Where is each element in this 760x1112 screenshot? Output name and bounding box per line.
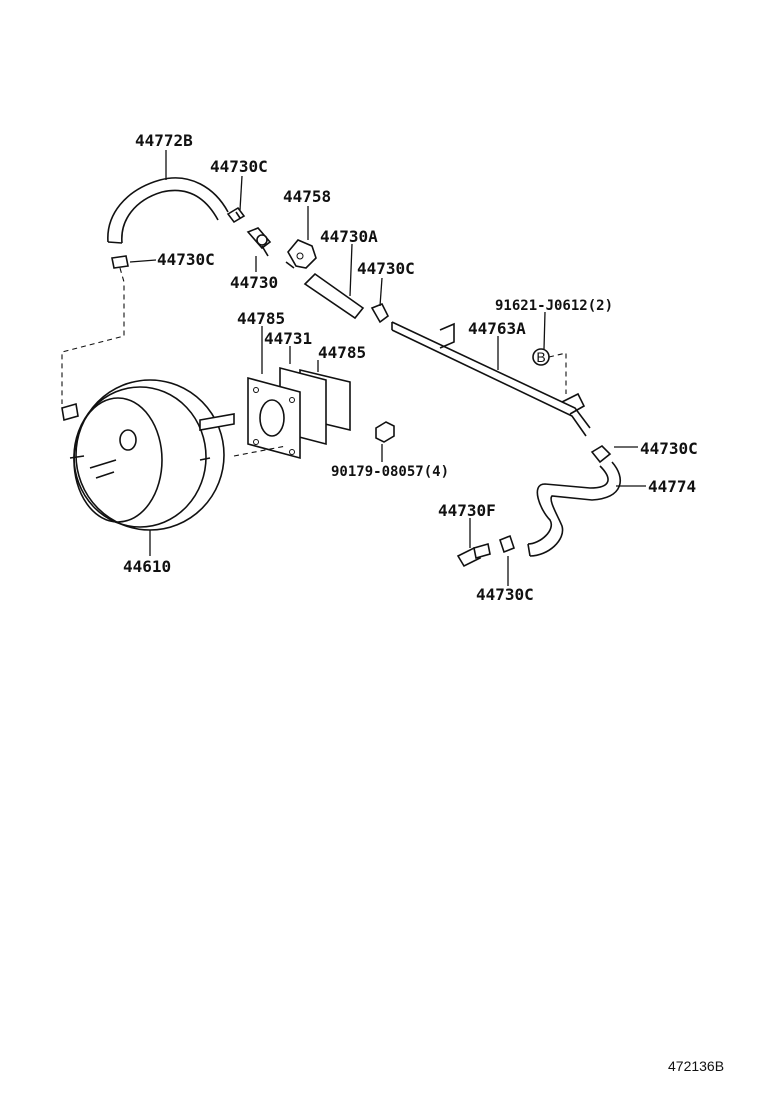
clamp-44730C-bottom xyxy=(499,534,515,554)
fitting-44730 xyxy=(246,227,272,257)
nut-90179 xyxy=(375,421,395,443)
clamp-44730C-right xyxy=(590,444,612,464)
label-90179: 90179-08057(4) xyxy=(331,464,449,480)
hose-44730A xyxy=(303,272,365,320)
label-44730C-mid: 44730C xyxy=(357,259,415,278)
label-44758: 44758 xyxy=(283,187,331,206)
callout-B-text: B xyxy=(536,349,545,365)
hose-44772B xyxy=(107,177,229,244)
label-44730C-right: 44730C xyxy=(640,439,698,458)
label-44730A: 44730A xyxy=(320,227,378,246)
label-44730C-left: 44730C xyxy=(157,250,215,269)
gasket-plates xyxy=(247,366,351,460)
leader-lines xyxy=(61,150,646,586)
part-labels: 44772B 44730C 44758 44730A 44730C 44730 … xyxy=(123,131,698,604)
label-44731: 44731 xyxy=(264,329,312,348)
label-44774: 44774 xyxy=(648,477,696,496)
label-44772B: 44772B xyxy=(135,131,193,150)
label-44730C-top: 44730C xyxy=(210,157,268,176)
label-44730C-bottom: 44730C xyxy=(476,585,534,604)
label-44785-b: 44785 xyxy=(318,343,366,362)
label-91621: 91621-J0612(2) xyxy=(495,298,613,314)
label-44785-a: 44785 xyxy=(237,309,285,328)
bracket-44758 xyxy=(285,239,317,269)
pipe-44763A xyxy=(391,321,591,437)
label-44730: 44730 xyxy=(230,273,278,292)
brake-booster-44610 xyxy=(61,379,235,531)
clamp-44730C-left xyxy=(111,255,129,269)
fitting-44730F xyxy=(456,542,491,568)
hose-44774 xyxy=(527,461,621,557)
label-44610: 44610 xyxy=(123,557,171,576)
label-44763A: 44763A xyxy=(468,319,526,338)
figure-reference: 472136B xyxy=(668,1058,724,1074)
callout-B: B xyxy=(532,348,550,366)
label-44730F: 44730F xyxy=(438,501,496,520)
clamp-44730C-top xyxy=(226,206,246,224)
clamp-44730C-mid xyxy=(370,302,390,324)
